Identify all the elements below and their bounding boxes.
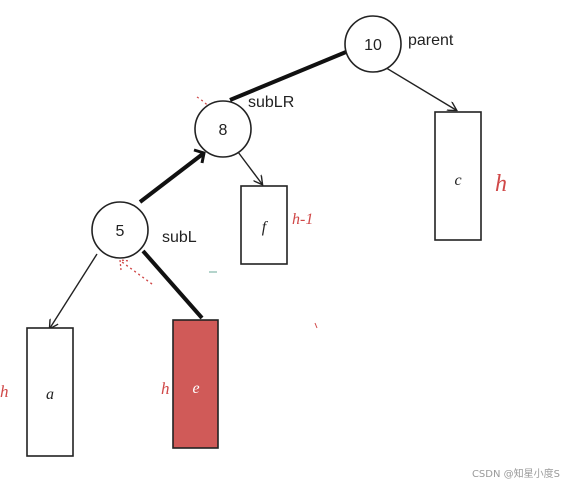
rotation-hint-arrow [121, 261, 153, 285]
edge-subLR-f [237, 151, 262, 184]
edge-subL-subLR-arrowhead [193, 148, 206, 164]
stray-mark [314, 322, 318, 329]
watermark: CSDN @知星小度S [471, 469, 560, 480]
node-parent-value: 10 [364, 37, 382, 54]
edge-parent-subLR [229, 50, 347, 102]
subtree-e-label: e [192, 380, 199, 397]
node-parent-label: parent [408, 32, 454, 49]
subtree-a: a [26, 327, 74, 457]
node-subL-value: 5 [116, 223, 125, 240]
rotation-hint-arrowhead [119, 259, 131, 271]
node-subLR-value: 8 [219, 122, 228, 139]
edge-subL-e [141, 249, 204, 320]
subtree-e: e [172, 319, 219, 449]
edge-parent-c [377, 62, 456, 110]
subtree-a-height: h [0, 382, 9, 401]
node-subL-label: subL [162, 229, 197, 246]
edge-subL-a [50, 253, 98, 328]
node-subLR-label: subLR [248, 94, 294, 111]
node-subLR: 8 [194, 100, 252, 158]
subtree-c-label: c [454, 172, 461, 189]
subtree-e-height: h [161, 379, 170, 398]
edge-subL-subLR [138, 151, 206, 204]
subtree-a-label: a [46, 386, 54, 403]
subtree-c-height: h [495, 171, 507, 197]
subtree-f: f [240, 185, 288, 265]
subtree-c: c [434, 111, 482, 241]
node-parent: 10 [344, 15, 402, 73]
subtree-f-height: h-1 [292, 211, 313, 228]
node-subL: 5 [91, 201, 149, 259]
subtree-f-label: f [262, 219, 269, 236]
